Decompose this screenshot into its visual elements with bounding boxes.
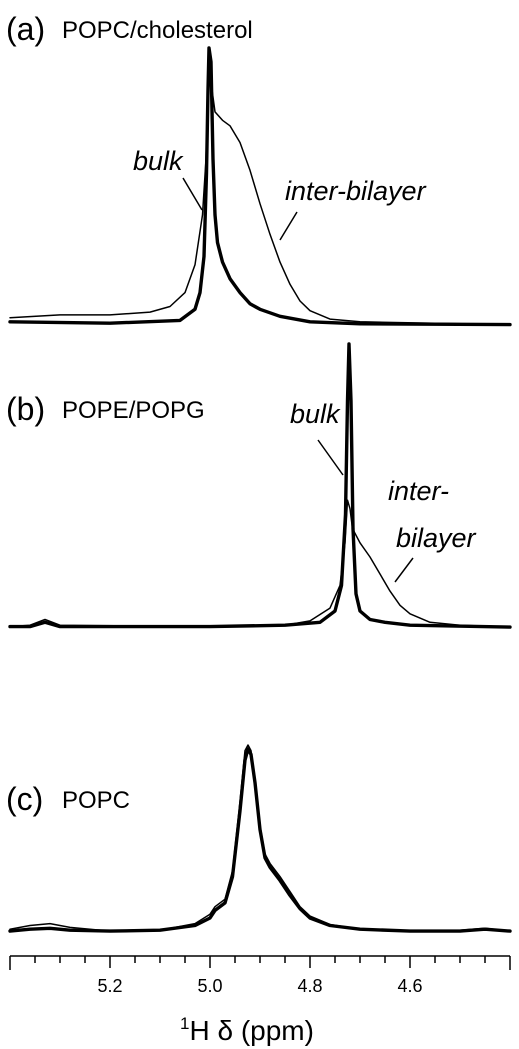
panel-a-inter-bilayer-leader-line xyxy=(279,211,298,241)
panel-b: (b) POPE/POPG bulk inter- bilayer xyxy=(6,342,512,629)
panel-c: (c) POPC xyxy=(6,744,512,933)
x-axis-tick-label: 4.6 xyxy=(397,976,422,996)
panel-a-inter-bilayer-annotation: inter-bilayer xyxy=(285,176,427,206)
x-axis: 5.2 5.0 4.8 4.6 1H δ (ppm) xyxy=(9,955,511,1046)
x-axis-ticks: 5.2 5.0 4.8 4.6 xyxy=(9,956,511,996)
x-axis-label-main: H δ (ppm) xyxy=(189,1015,313,1046)
panel-a-inter-bilayer-spectrum xyxy=(9,69,511,326)
panel-b-bulk-spectrum xyxy=(8,342,512,629)
panel-a-bulk-annotation: bulk xyxy=(133,146,184,176)
panel-a: (a) POPC/cholesterol bulk inter-bilayer xyxy=(6,11,512,327)
panel-b-bilayer-annotation: bilayer xyxy=(396,523,477,553)
panel-b-inter-bilayer-leader-line xyxy=(394,557,414,583)
panel-a-sample-label: POPC/cholesterol xyxy=(62,17,253,44)
panel-a-bulk-spectrum xyxy=(8,46,512,327)
x-axis-tick-label: 4.8 xyxy=(297,976,322,996)
panel-b-bulk-leader-line xyxy=(317,439,344,476)
panel-a-tag: (a) xyxy=(6,11,45,47)
panel-b-bulk-annotation: bulk xyxy=(290,399,341,429)
x-axis-tick-label: 5.0 xyxy=(197,976,222,996)
x-axis-label: 1H δ (ppm) xyxy=(180,1014,314,1046)
panel-c-thick-spectrum xyxy=(8,747,512,933)
panel-b-inter-bilayer-spectrum xyxy=(9,499,511,628)
panel-c-tag: (c) xyxy=(6,781,43,817)
x-axis-label-superscript: 1 xyxy=(180,1014,189,1033)
panel-b-sample-label: POPE/POPG xyxy=(62,397,205,424)
panel-b-inter-annotation: inter- xyxy=(388,476,449,506)
panel-b-tag: (b) xyxy=(6,391,45,427)
panel-a-bulk-leader-line xyxy=(182,177,203,211)
panel-c-sample-label: POPC xyxy=(62,787,130,814)
x-axis-tick-label: 5.2 xyxy=(97,976,122,996)
